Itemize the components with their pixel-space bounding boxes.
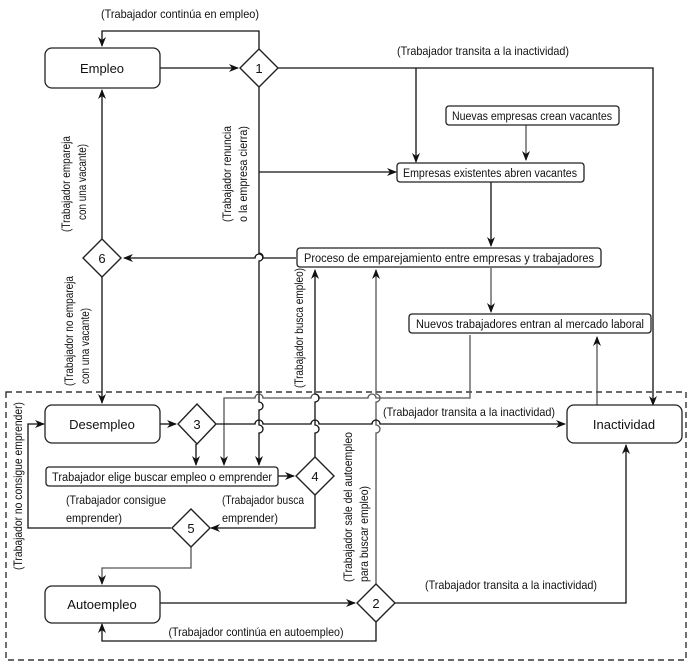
state-empleo-label: Empleo <box>80 61 124 76</box>
state-autoempleo-label: Autoempleo <box>67 597 136 612</box>
decision-4[interactable]: 4 <box>295 456 335 496</box>
process-emparejamiento[interactable]: Proceso de emparejamiento entre empresas… <box>296 247 602 268</box>
label-no-empareja-line2: con una vacante) <box>78 308 92 384</box>
decision-2-label: 2 <box>372 596 379 611</box>
decision-3-label: 3 <box>193 417 200 432</box>
arrow-d1-continua-empleo <box>98 30 260 50</box>
arrow-d2-continua-autoempleo <box>98 622 377 642</box>
decision-4-label: 4 <box>311 469 318 484</box>
label-no-empareja-line1: (Trabajador no empareja <box>62 276 76 386</box>
arrow-d2-sale-autoempleo <box>372 269 381 585</box>
label-renuncia-line2: o la empresa cierra) <box>236 126 250 222</box>
decision-3[interactable]: 3 <box>177 402 217 446</box>
label-continua-empleo: (Trabajador continúa en empleo) <box>101 7 259 21</box>
decision-1[interactable]: 1 <box>239 48 279 88</box>
label-consigue-line1: (Trabajador consigue <box>66 493 166 507</box>
label-consigue-line2: emprender) <box>66 511 122 525</box>
state-inactividad[interactable]: Inactividad <box>566 404 683 444</box>
state-autoempleo[interactable]: Autoempleo <box>44 585 161 624</box>
label-empareja-line1: (Trabajador empareja <box>59 136 73 232</box>
process-elige-label: Trabajador elige buscar empleo o emprend… <box>52 472 272 484</box>
state-empleo[interactable]: Empleo <box>44 47 161 89</box>
decision-5[interactable]: 5 <box>171 508 211 548</box>
arrow-d1-renuncia <box>255 87 264 466</box>
arrow-d5-to-autoempleo <box>98 547 192 585</box>
process-nuevos-trabajadores-label: Nuevos trabajadores entran al mercado la… <box>416 319 644 331</box>
decision-5-label: 5 <box>187 521 194 536</box>
process-emparejamiento-label: Proceso de emparejamiento entre empresas… <box>304 253 594 265</box>
label-busca-empleo: (Trabajador busca empleo) <box>292 268 306 388</box>
process-nuevas-empresas[interactable]: Nuevas empresas crean vacantes <box>445 105 620 126</box>
decision-6[interactable]: 6 <box>82 238 122 278</box>
process-empresas-existentes-label: Empresas existentes abren vacantes <box>403 168 577 180</box>
dashed-region-border <box>5 391 687 661</box>
arrow-d4-to-d5 <box>210 495 316 532</box>
process-nuevos-trabajadores[interactable]: Nuevos trabajadores entran al mercado la… <box>408 313 652 334</box>
decision-2[interactable]: 2 <box>356 583 396 623</box>
decision-1-label: 1 <box>255 61 262 76</box>
label-sale-autoempleo-line1: (Trabajador sale del autoempleo <box>341 432 355 582</box>
arrow-d2-to-inactividad <box>395 444 630 604</box>
arrow-d4-busca-empleo <box>311 269 320 457</box>
state-desempleo[interactable]: Desempleo <box>44 404 161 444</box>
label-continua-autoempleo: (Trabajador continúa en autoempleo) <box>169 625 344 639</box>
arrow-d1-to-inactividad <box>278 67 657 406</box>
arrow-d5-no-consigue <box>27 420 171 529</box>
label-transita-inactividad-top: (Trabajador transita a la inactividad) <box>397 44 569 58</box>
state-inactividad-label: Inactividad <box>593 417 655 432</box>
process-nuevas-empresas-label: Nuevas empresas crean vacantes <box>452 111 612 123</box>
connectors <box>27 30 657 642</box>
label-empareja-line2: con una vacante) <box>75 144 89 220</box>
label-sale-autoempleo-line2: para buscar empleo) <box>357 486 371 582</box>
process-empresas-existentes[interactable]: Empresas existentes abren vacantes <box>396 162 585 183</box>
label-busca-emprender-line1: (Trabajador busca <box>222 493 304 507</box>
arrow-proceso-to-d6 <box>123 253 296 262</box>
state-desempleo-label: Desempleo <box>69 417 135 432</box>
label-busca-emprender-line2: emprender) <box>222 511 278 525</box>
decision-6-label: 6 <box>98 251 105 266</box>
label-renuncia-line1: (Trabajador renuncia <box>220 126 234 222</box>
label-no-consigue: (Trabajador no consigue emprender) <box>11 402 25 570</box>
arrow-d3-to-inactividad <box>216 419 566 428</box>
process-elige[interactable]: Trabajador elige buscar empleo o emprend… <box>45 466 279 487</box>
label-transita-inactividad-mid: (Trabajador transita a la inactividad) <box>383 405 555 419</box>
label-transita-inactividad-bot: (Trabajador transita a la inactividad) <box>425 578 597 592</box>
